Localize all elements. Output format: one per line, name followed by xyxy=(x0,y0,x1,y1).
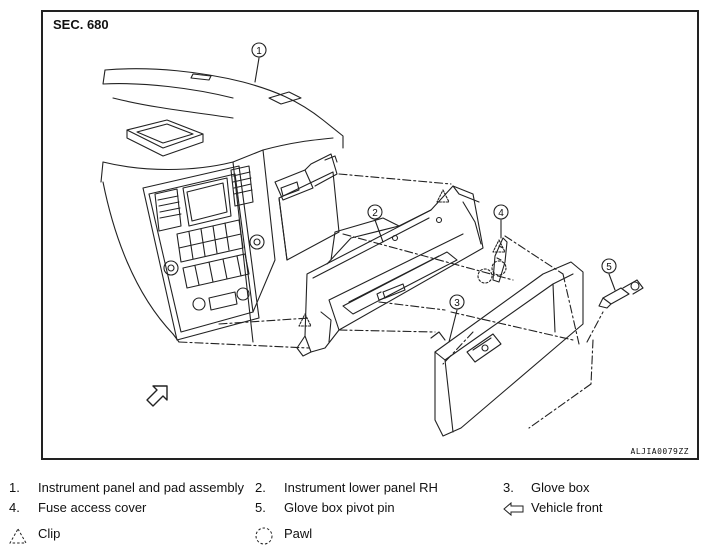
legend-label-5: Glove box pivot pin xyxy=(284,500,395,515)
glove-box-drawing xyxy=(430,261,584,437)
section-label: SEC. 680 xyxy=(53,17,109,32)
legend-label-4: Fuse access cover xyxy=(38,500,147,515)
legend-num-1: 1. xyxy=(9,480,20,495)
assembly-guide-lines xyxy=(178,173,604,429)
vehicle-front-arrow-icon xyxy=(146,385,168,407)
callout-markers xyxy=(251,42,617,343)
vehicle-front-arrow-icon xyxy=(503,502,524,516)
legend-label-vehicle-front: Vehicle front xyxy=(531,500,603,515)
legend-label-2: Instrument lower panel RH xyxy=(284,480,438,495)
callout-5: 5 xyxy=(606,262,612,273)
legend-num-3: 3. xyxy=(503,480,514,495)
legend-label-pawl: Pawl xyxy=(284,526,313,541)
legend-num-4: 4. xyxy=(9,500,20,515)
pawl-icon xyxy=(255,527,273,545)
figure-id: ALJIA0079ZZ xyxy=(630,447,689,456)
exploded-view-illustration: 1 2 3 4 5 xyxy=(100,42,644,437)
callout-1: 1 xyxy=(256,46,262,57)
callout-2: 2 xyxy=(372,208,378,219)
fuse-access-cover-drawing xyxy=(477,237,508,284)
diagram-frame: SEC. 680 xyxy=(41,10,699,460)
lower-panel-rh-drawing xyxy=(296,185,484,357)
legend-num-5: 5. xyxy=(255,500,266,515)
pivot-pin-drawing xyxy=(598,279,644,309)
clip-icon xyxy=(9,527,27,544)
callout-4: 4 xyxy=(498,208,504,219)
legend-label-3: Glove box xyxy=(531,480,590,495)
legend-num-2: 2. xyxy=(255,480,266,495)
clip-markers xyxy=(298,189,506,327)
legend-label-1: Instrument panel and pad assembly xyxy=(38,480,244,495)
instrument-panel-drawing xyxy=(100,68,344,343)
callout-3: 3 xyxy=(454,298,460,309)
legend-label-clip: Clip xyxy=(38,526,61,541)
